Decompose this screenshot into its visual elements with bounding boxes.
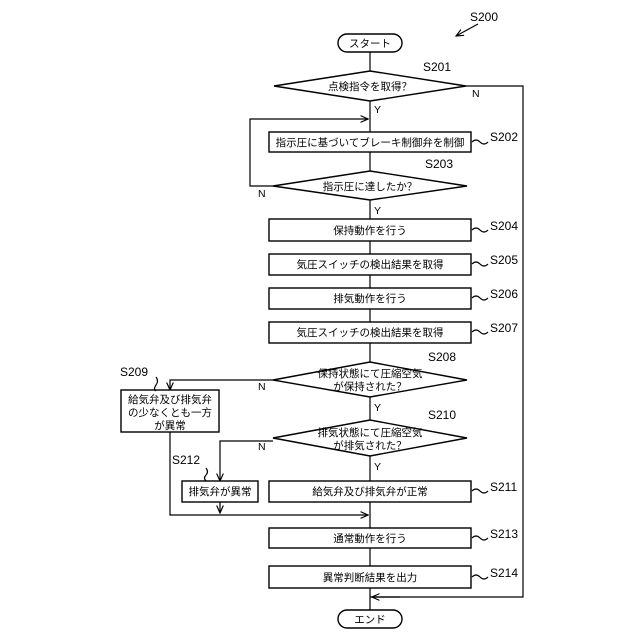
process-s204-text: 保持動作を行う: [333, 224, 407, 237]
process-s214-text: 異常判断結果を出力: [323, 571, 418, 584]
decision-s210-line1: 排気状態にて圧縮空気: [318, 426, 423, 439]
no-label: N: [472, 88, 480, 100]
yes-label: Y: [374, 402, 381, 414]
step-id-s208: S208: [428, 350, 456, 364]
process-s211-text: 給気弁及び排気弁が正常: [312, 485, 428, 498]
step-id-s211: S211: [490, 480, 517, 494]
step-id-s203: S203: [425, 157, 453, 171]
figure-label-arrow: [456, 24, 478, 36]
no-label: N: [258, 381, 266, 393]
no-label: N: [258, 441, 266, 453]
step-id-s213: S213: [490, 527, 518, 541]
decision-s203-text: 指示圧に達したか？: [323, 180, 418, 193]
step-id-s206: S206: [490, 287, 518, 301]
no-label: N: [258, 188, 266, 200]
decision-s208-line2: が保持された？: [333, 380, 407, 393]
leader-s207: [472, 330, 488, 334]
leader-s209: [155, 377, 158, 391]
step-id-s205: S205: [490, 253, 518, 267]
leader-s211: [472, 489, 488, 493]
process-s207-text: 気圧スイッチの検出結果を取得: [297, 326, 444, 339]
process-s205-text: 気圧スイッチの検出結果を取得: [297, 258, 444, 271]
step-id-s209: S209: [120, 365, 148, 379]
decision-s208-line1: 保持状態にて圧縮空気: [318, 367, 423, 380]
yes-label: Y: [374, 104, 381, 116]
process-s209-line1: 給気弁及び排気弁: [128, 393, 212, 406]
step-id-s207: S207: [490, 321, 518, 335]
process-s212-text: 排気弁が異常: [189, 485, 252, 498]
leader-s204: [472, 228, 488, 232]
start-label: スタート: [349, 38, 391, 50]
yes-label: Y: [374, 205, 381, 217]
step-id-s202: S202: [490, 130, 518, 144]
figure-label: S200: [470, 10, 498, 24]
leader-s205: [472, 262, 488, 266]
leader-s213: [472, 536, 488, 540]
process-s206-text: 排気動作を行う: [333, 292, 407, 305]
step-id-s201: S201: [423, 60, 451, 74]
step-id-s204: S204: [490, 219, 518, 233]
leader-s206: [472, 296, 488, 300]
step-id-s210: S210: [428, 408, 456, 422]
decision-s210-line2: が排気された？: [333, 439, 407, 452]
process-s202-text: 指示圧に基づいてブレーキ制御弁を制御: [276, 136, 465, 149]
process-s209-line3: が異常: [154, 419, 186, 432]
step-id-s214: S214: [490, 566, 518, 580]
decision-s201-text: 点検指令を取得？: [328, 80, 412, 93]
yes-label: Y: [374, 461, 381, 473]
leader-s214: [472, 575, 488, 579]
leader-s212: [205, 468, 208, 481]
process-s213-text: 通常動作を行う: [333, 532, 407, 545]
step-id-s212: S212: [172, 453, 200, 467]
leader-s202: [472, 140, 488, 144]
process-s209-line2: の少なくとも一方: [128, 406, 212, 419]
end-label: エンド: [354, 614, 386, 626]
